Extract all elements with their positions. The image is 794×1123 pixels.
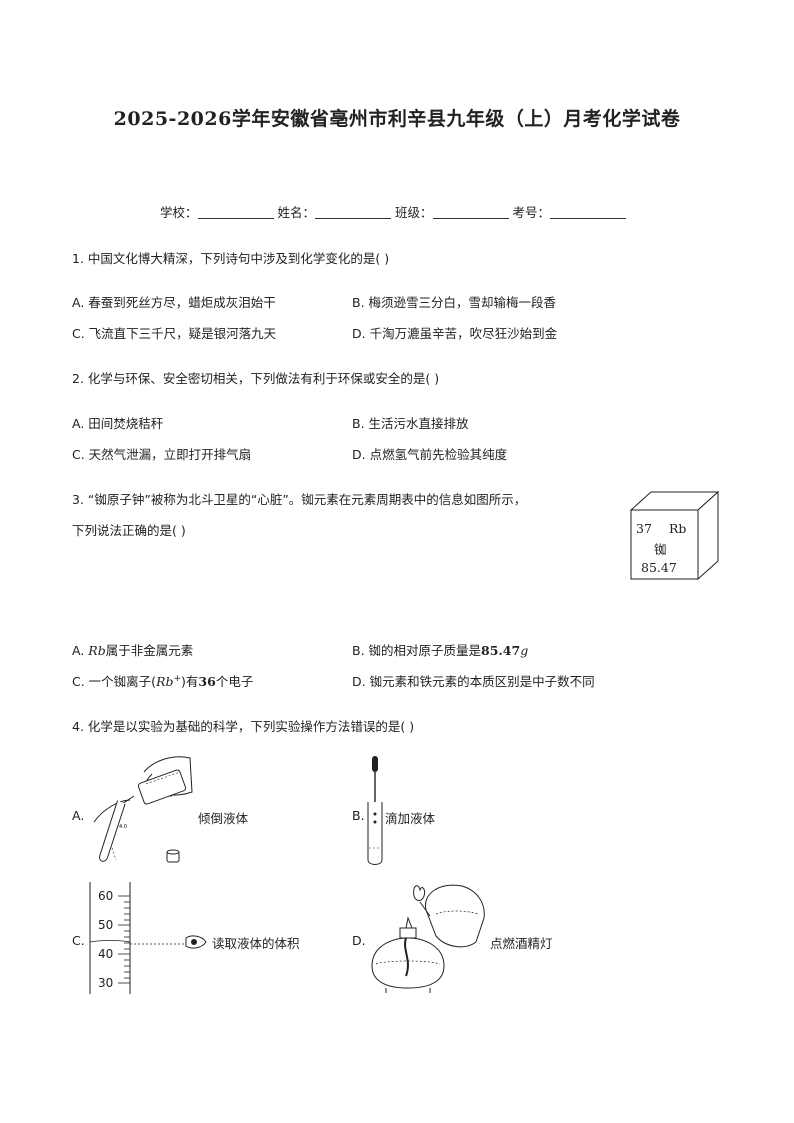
question-4-option-c-label: 读取液体的体积 xyxy=(212,936,300,951)
option-c-symbol: Rb xyxy=(156,674,174,689)
scale-mark-60: 60 xyxy=(98,889,114,903)
question-4-option-d-letter[interactable]: D. xyxy=(352,933,366,948)
option-c-prefix: C. 一个铷离子( xyxy=(72,674,157,689)
option-c-mid: )有 xyxy=(181,674,199,689)
option-a-symbol: Rb xyxy=(88,643,106,658)
question-1-option-a[interactable]: A. 春蚕到死丝方尽，蜡炬成灰泪始干 xyxy=(72,295,276,310)
question-3-option-a[interactable]: A. Rb属于非金属元素 xyxy=(72,640,193,659)
name-field[interactable] xyxy=(315,206,392,219)
atomic-number: 37 xyxy=(636,521,652,536)
scale-mark-40: 40 xyxy=(98,947,114,961)
question-1-stem: 1. 中国文化博大精深，下列诗句中涉及到化学变化的是( ) xyxy=(72,251,390,266)
question-3-option-d[interactable]: D. 铷元素和铁元素的本质区别是中子数不同 xyxy=(352,674,595,689)
question-1-option-c[interactable]: C. 飞流直下三千尺，疑是银河落九天 xyxy=(72,326,277,341)
option-c-charge: + xyxy=(173,673,182,684)
question-2-option-b[interactable]: B. 生活污水直接排放 xyxy=(352,416,469,431)
question-1-option-d[interactable]: D. 千淘万漉虽辛苦，吹尽狂沙始到金 xyxy=(352,326,558,341)
question-4-option-c-letter[interactable]: C. xyxy=(72,933,85,948)
atomic-mass: 85.47 xyxy=(641,560,677,575)
element-name: 铷 xyxy=(654,542,667,557)
option-b-prefix: B. 铷的相对原子质量是 xyxy=(352,643,482,658)
number-label: 考号： xyxy=(512,205,551,220)
question-4-option-a-label: 倾倒液体 xyxy=(198,811,249,826)
option-a-text: 属于非金属元素 xyxy=(105,643,194,658)
option-c-number: 36 xyxy=(198,674,216,689)
question-3-option-c[interactable]: C. 一个铷离子(Rb+)有36个电子 xyxy=(72,671,253,690)
class-label: 班级： xyxy=(395,205,433,220)
rubidium-element-cube xyxy=(629,490,720,581)
question-3-stem-line2: 下列说法正确的是( ) xyxy=(72,523,186,538)
scale-mark-30: 30 xyxy=(98,976,114,990)
question-4-option-b-letter[interactable]: B. xyxy=(352,808,365,823)
question-2-option-c[interactable]: C. 天然气泄漏，立即打开排气扇 xyxy=(72,447,252,462)
question-4-option-a-letter[interactable]: A. xyxy=(72,808,85,823)
element-symbol: Rb xyxy=(669,521,687,536)
question-4-stem: 4. 化学是以实验为基础的科学，下列实验操作方法错误的是( ) xyxy=(72,719,415,734)
question-1-option-b[interactable]: B. 梅须逊雪三分白，雪却输梅一段香 xyxy=(352,295,557,310)
question-2-option-a[interactable]: A. 田间焚烧秸秆 xyxy=(72,416,164,431)
scale-mark-50: 50 xyxy=(98,918,114,932)
pouring-liquid-illustration: 4.0 xyxy=(93,756,193,863)
dropping-liquid-illustration xyxy=(367,756,383,865)
page-title: 2025-2026学年安徽省亳州市利辛县九年级（上）月考化学试卷 xyxy=(113,108,681,130)
option-b-number: 85.47 xyxy=(481,643,521,658)
question-3-stem-line1: 3. “铷原子钟”被称为北斗卫星的“心脏”。铷元素在元素周期表中的信息如图所示， xyxy=(72,492,527,507)
name-label: 姓名： xyxy=(277,205,316,220)
question-2-option-d[interactable]: D. 点燃氢气前先检验其纯度 xyxy=(352,447,508,462)
school-label: 学校： xyxy=(160,205,198,220)
option-b-unit: g xyxy=(520,643,529,658)
student-info-row: 学校： 姓名： 班级： 考号： xyxy=(160,202,627,221)
alcohol-lamp-illustration xyxy=(371,884,485,993)
question-3-option-b[interactable]: B. 铷的相对原子质量是85.47g xyxy=(352,640,528,659)
class-field[interactable] xyxy=(432,206,509,219)
question-4-option-b-label: 滴加液体 xyxy=(385,811,436,826)
question-2-stem: 2. 化学与环保、安全密切相关，下列做法有利于环保或安全的是( ) xyxy=(72,371,440,386)
question-4-option-d-label: 点燃酒精灯 xyxy=(490,936,553,951)
option-a-prefix: A. xyxy=(72,643,89,658)
school-field[interactable] xyxy=(197,206,274,219)
number-field[interactable] xyxy=(550,206,627,219)
option-c-text: 个电子 xyxy=(215,674,254,689)
svg-text:4.0: 4.0 xyxy=(119,824,127,830)
graduated-cylinder-illustration xyxy=(89,882,207,994)
